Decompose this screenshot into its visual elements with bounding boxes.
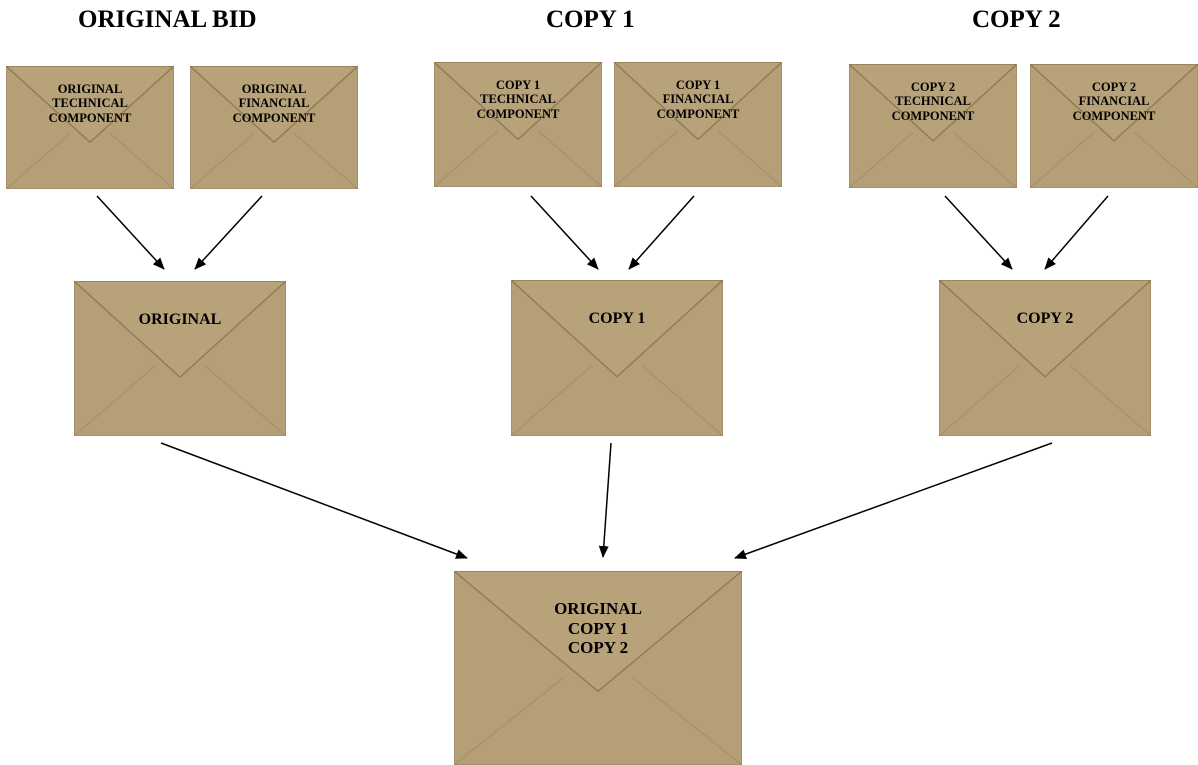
arrow-copy1-to-final [598, 442, 612, 558]
envelope-label: COPY 1 [511, 310, 723, 328]
envelope-label-line: FINANCIAL [1078, 94, 1150, 109]
envelope-label-line: COPY 2 [1091, 80, 1137, 94]
envelope-flap [6, 66, 174, 189]
envelope-label-line: COPY 1 [588, 310, 646, 327]
envelope-label-line: TECHNICAL [52, 96, 128, 111]
arrow-original-financial [194, 195, 263, 270]
envelope-label-line: COPY 1 [495, 78, 541, 92]
envelope-label-line: TECHNICAL [480, 92, 556, 107]
envelope-label-line: FINANCIAL [238, 96, 310, 111]
envelope-flap [849, 64, 1017, 188]
envelope-label-line: COPY 1 [675, 78, 721, 92]
arrow-copy1-financial [628, 195, 695, 270]
envelope-label-line: COMPONENT [891, 108, 975, 123]
envelope-label-line: COPY 2 [910, 80, 956, 94]
envelope-label-line: COPY 2 [567, 638, 629, 658]
envelope-label-line: ORIGINAL [554, 599, 642, 618]
envelope-label-line: COMPONENT [232, 110, 316, 125]
arrow-copy2-to-final [734, 442, 1053, 559]
arrow-copy2-technical [944, 195, 1013, 270]
envelope-label-line: COMPONENT [476, 106, 560, 121]
envelope-label-line: ORIGINAL [138, 311, 222, 328]
arrow-original-to-final [160, 442, 468, 559]
arrow-copy1-technical [530, 195, 599, 270]
envelope-label-line: ORIGINAL [57, 82, 123, 96]
envelope-copy1: COPY 1 [511, 280, 723, 436]
envelope-label-line: ORIGINAL [241, 82, 307, 96]
envelope-flap [1030, 64, 1198, 188]
heading-original-bid: ORIGINAL BID [78, 6, 257, 33]
envelope-flap [614, 62, 782, 187]
envelope-label-line: COMPONENT [656, 106, 740, 121]
envelope-label-line: TECHNICAL [895, 94, 971, 109]
arrow-original-technical [96, 195, 165, 270]
envelope-label-line: COMPONENT [1072, 108, 1156, 123]
heading-copy-1: COPY 1 [546, 6, 635, 33]
heading-copy-2: COPY 2 [972, 6, 1061, 33]
arrow-copy2-financial [1044, 195, 1109, 270]
envelope-flap [511, 280, 723, 436]
envelope-label-line: COPY 2 [1016, 310, 1074, 327]
envelope-flap [74, 281, 286, 436]
envelope-label-line: FINANCIAL [662, 92, 734, 107]
envelope-flap [939, 280, 1151, 436]
envelope-flap [454, 571, 742, 765]
envelope-flap [434, 62, 602, 187]
envelope-flap [190, 66, 358, 189]
envelope-label-line: COMPONENT [48, 110, 132, 125]
envelope-original: ORIGINAL [74, 281, 286, 436]
envelope-label-line: COPY 1 [567, 618, 629, 638]
envelope-copy2: COPY 2 [939, 280, 1151, 436]
envelope-label: ORIGINAL [74, 311, 286, 329]
envelope-label: COPY 2 [939, 310, 1151, 328]
